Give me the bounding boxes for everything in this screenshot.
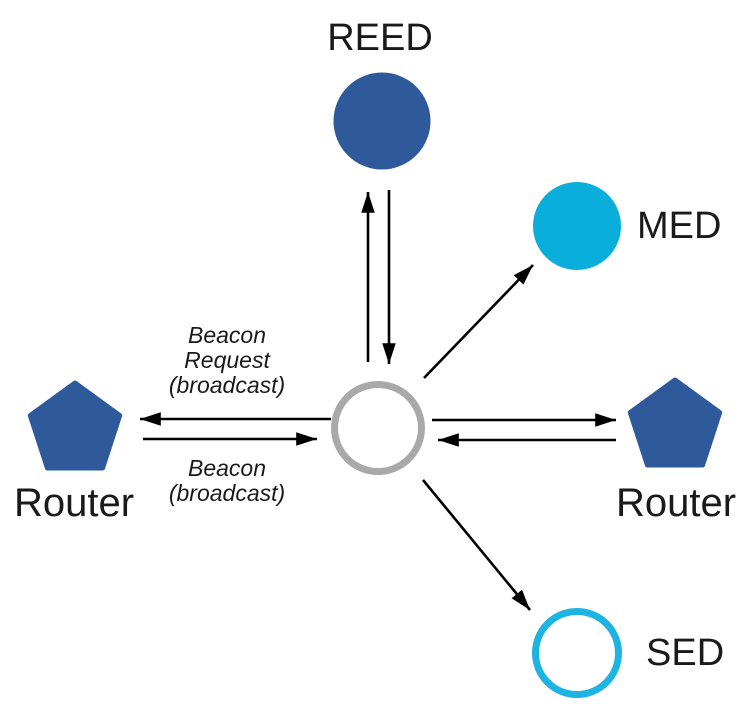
router-left-label: Router: [13, 481, 135, 525]
sed-label: SED: [646, 632, 725, 674]
arrow-center-to-sed: [421, 479, 532, 611]
sed-node-circle: [532, 608, 622, 698]
beacon-label: Beacon (broadcast): [168, 455, 286, 506]
router-right-label: Router: [615, 481, 737, 525]
med-label: MED: [637, 205, 722, 247]
arrow-center-to-med: [423, 264, 534, 379]
router-right-pentagon: [627, 377, 723, 468]
reed-label: REED: [327, 17, 433, 59]
reed-node-circle: [333, 72, 431, 170]
med-node-circle: [533, 182, 621, 270]
joining-device-circle: [331, 381, 425, 475]
beacon-request-label: Beacon Request (broadcast): [168, 322, 286, 398]
router-left-pentagon: [27, 380, 123, 471]
